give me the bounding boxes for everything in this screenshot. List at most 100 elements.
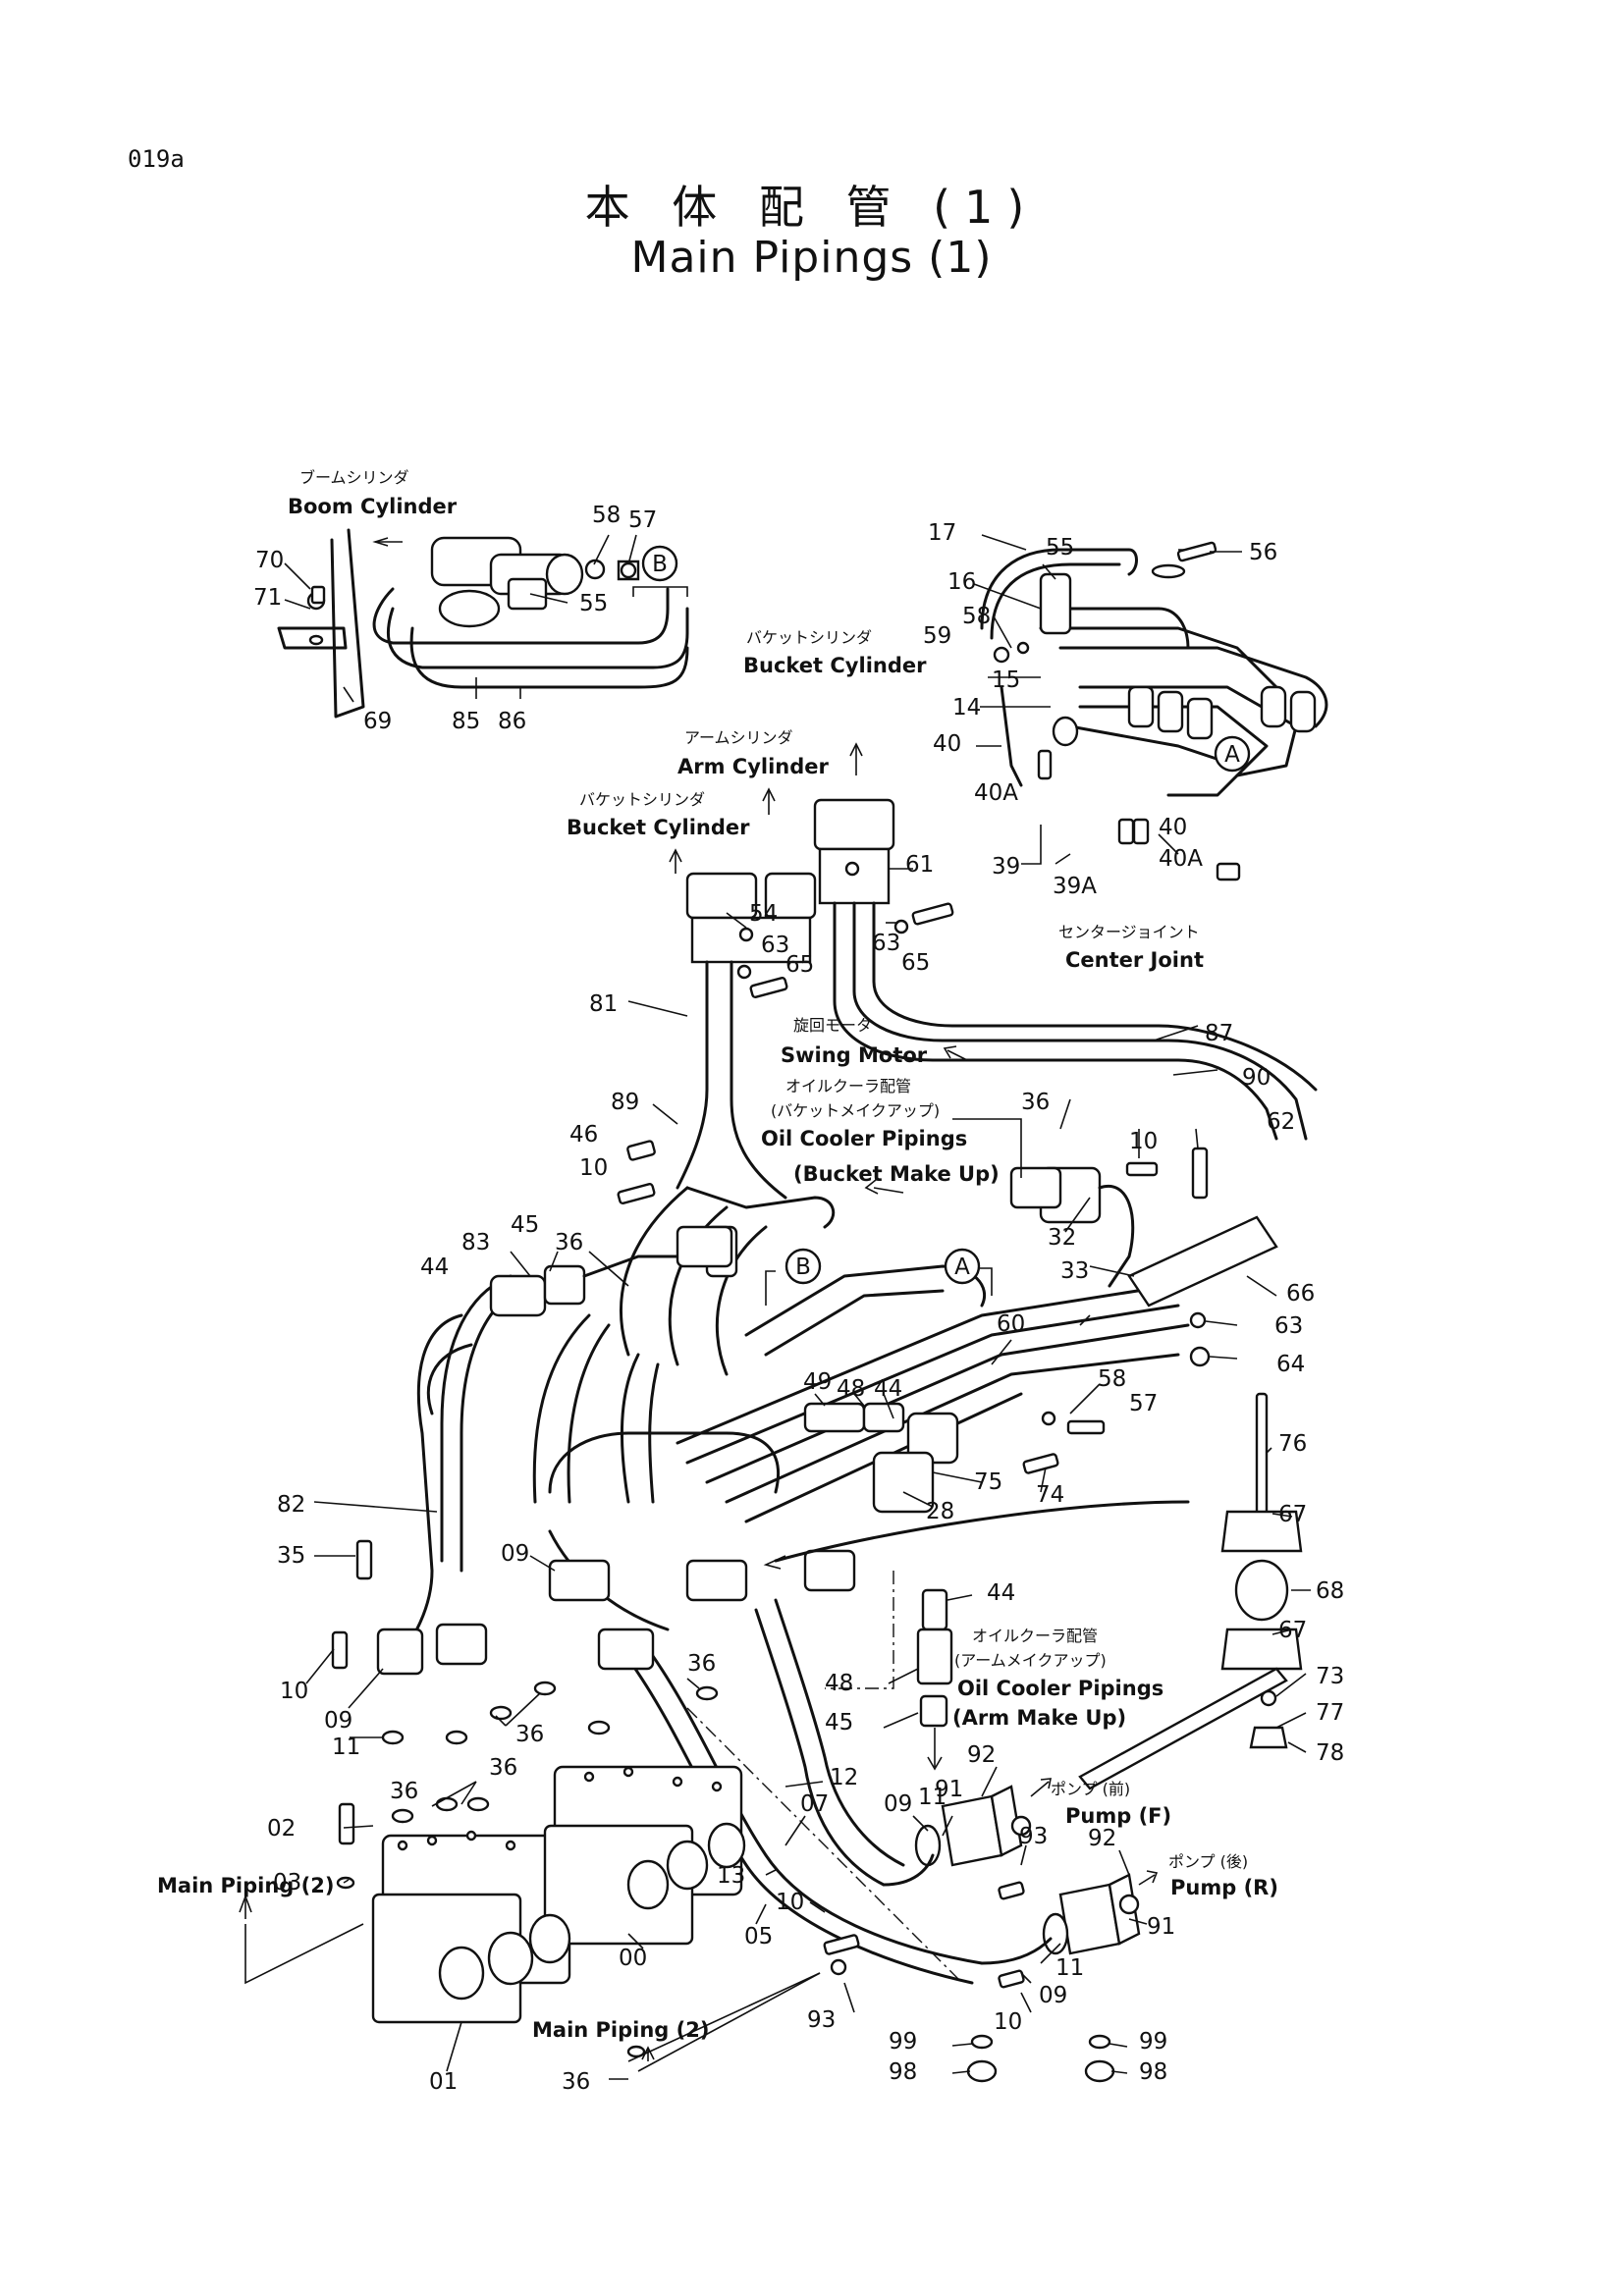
part-label-44b: 44 [874,1376,902,1402]
part-label-44c: 44 [987,1580,1015,1606]
page-title-en: Main Pipings (1) [630,233,993,283]
part-label-03: 03 [273,1870,301,1896]
pump-rear-caption: Pump (R) [1170,1876,1278,1899]
pump-blocks [882,1778,1159,2083]
part-label-12: 12 [830,1765,858,1790]
oil-cooler-arm-caption-jp-2: (アームメイクアップ) [954,1651,1107,1670]
part-label-60: 60 [997,1311,1025,1337]
part-label-67b: 67 [1278,1618,1307,1643]
part-label-32: 32 [1048,1225,1076,1251]
bucket-cylinder-caption-jp-2: バケットシリンダ [579,790,705,809]
oil-cooler-bucket-caption-jp-2: (バケットメイクアップ) [771,1101,940,1120]
arm-cylinder-caption-jp: アームシリンダ [684,728,793,747]
oil-cooler-bucket-caption-1: Oil Cooler Pipings [761,1127,967,1150]
part-label-00: 00 [619,1946,647,1971]
part-label-11a: 11 [332,1735,360,1760]
part-label-54: 54 [749,901,778,927]
boom-cylinder-caption-jp: ブームシリンダ [299,468,409,487]
bucket-cylinder-caption-1: Bucket Cylinder [743,654,927,677]
part-label-40a-1: 40A [974,780,1018,806]
part-label-56: 56 [1249,540,1277,565]
part-label-61: 61 [905,852,934,878]
part-label-16: 16 [947,569,976,595]
bucket-cylinder-caption-jp-1: バケットシリンダ [746,628,872,647]
part-label-81: 81 [589,991,618,1017]
part-label-77: 77 [1316,1700,1344,1726]
part-label-05: 05 [744,1924,773,1949]
page-code: 019a [128,145,185,173]
part-label-11c: 11 [1055,1955,1084,1981]
part-label-87: 87 [1205,1021,1233,1046]
part-label-85: 85 [452,709,480,734]
part-label-10e: 10 [994,2009,1022,2035]
part-label-09a: 09 [501,1541,529,1567]
part-label-65b: 65 [901,950,930,976]
part-label-36g: 36 [562,2069,590,2095]
part-label-13: 13 [717,1863,745,1889]
main-valve-assembly [371,1186,1190,2024]
part-numbers: 70 71 69 85 86 55 58 57 17 55 56 16 58 5… [253,503,1344,2095]
part-label-09c: 09 [884,1791,912,1817]
swing-motor-caption: Swing Motor [781,1043,928,1067]
callout-b-top [641,545,678,582]
clamp-bracket [763,1392,1303,1790]
part-label-93b: 93 [807,2007,836,2033]
part-label-63b: 63 [872,931,900,956]
oil-cooler-arm-caption-2: (Arm Make Up) [952,1706,1126,1730]
part-label-09d: 09 [1039,1983,1067,2008]
part-label-66: 66 [1286,1281,1315,1307]
part-label-55b: 55 [1046,535,1074,561]
part-label-10d: 10 [776,1890,804,1915]
part-label-36a: 36 [1021,1090,1050,1115]
part-label-17: 17 [928,520,956,546]
part-label-40b: 40 [1159,815,1187,840]
part-label-91a: 91 [935,1777,963,1802]
part-label-11b: 11 [918,1785,947,1810]
upper-tube-bundle [980,548,1328,797]
part-label-89: 89 [611,1090,639,1115]
part-label-67a: 67 [1278,1502,1307,1527]
pump-rear-caption-jp: ポンプ (後) [1168,1852,1248,1871]
part-label-98a: 98 [889,2059,917,2085]
part-label-10c: 10 [280,1679,308,1704]
center-joint-caption-jp: センタージョイント [1058,923,1200,941]
part-label-70: 70 [255,548,284,573]
part-label-48a: 48 [837,1376,865,1402]
part-label-36d: 36 [515,1722,544,1747]
cylinder-manifolds [676,798,1318,1200]
part-label-59: 59 [923,623,951,649]
part-label-73: 73 [1316,1664,1344,1689]
main-piping-2-caption-bottom: Main Piping (2) [532,2018,709,2042]
part-label-99b: 99 [1139,2029,1167,2055]
part-label-35: 35 [277,1543,305,1569]
bucket-cylinder-caption-2: Bucket Cylinder [567,816,750,839]
leader-lines [239,534,1311,2080]
part-label-39a: 39A [1053,874,1097,899]
part-label-45b: 45 [825,1710,853,1735]
part-label-90: 90 [1242,1065,1271,1091]
part-label-07: 07 [800,1791,829,1817]
part-label-82: 82 [277,1492,305,1518]
oil-cooler-arm-caption-jp-1: オイルクーラ配管 [972,1627,1098,1645]
part-label-57b: 57 [1129,1391,1158,1416]
callout-markers: B A B A [632,545,1251,1306]
part-label-63a: 63 [761,933,789,958]
hardware [310,541,1241,2058]
part-label-44a: 44 [420,1255,449,1280]
callout-b-mid [784,1248,822,1285]
callout-a-mid [944,1248,981,1285]
part-label-69: 69 [363,709,392,734]
part-label-58a: 58 [592,503,621,528]
callout-a-top-label: A [1224,742,1240,768]
part-label-49: 49 [803,1369,832,1395]
part-label-40a: 40 [933,731,961,757]
part-label-98b: 98 [1139,2059,1167,2085]
oil-cooler-fittings [426,1166,1278,1771]
part-label-76: 76 [1278,1431,1307,1457]
part-label-74: 74 [1036,1482,1064,1508]
part-label-14: 14 [952,695,981,721]
part-label-10b: 10 [579,1155,608,1181]
part-label-10a: 10 [1129,1129,1158,1154]
part-label-63c: 63 [1274,1313,1303,1339]
callout-a-mid-label: A [954,1255,970,1280]
